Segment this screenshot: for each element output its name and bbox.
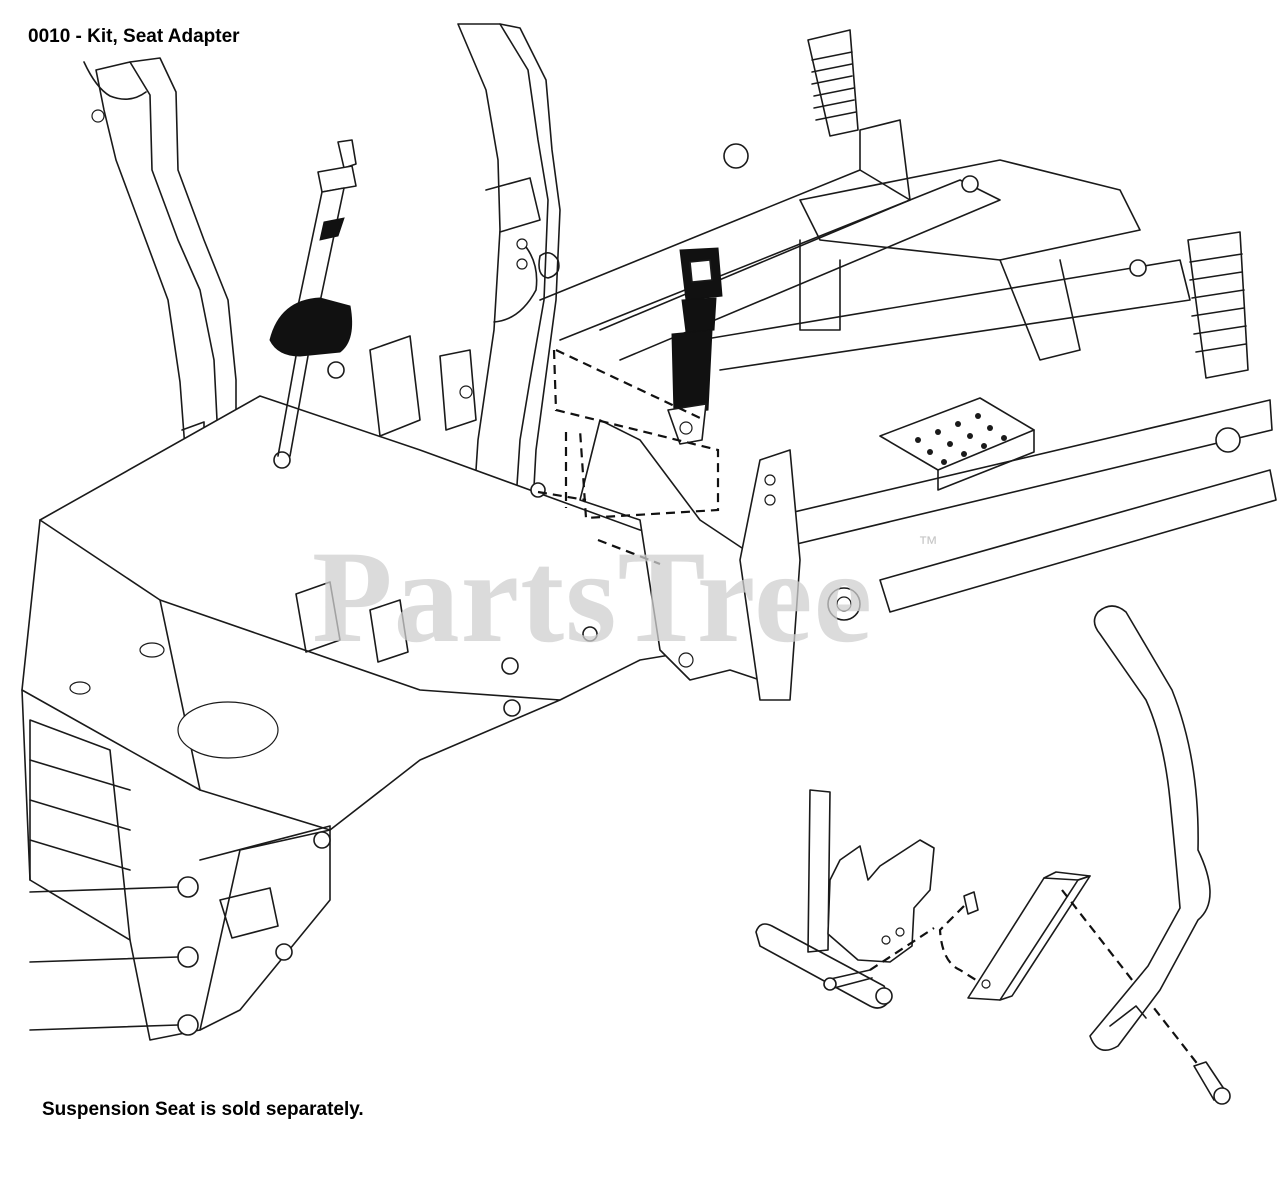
footnote: Suspension Seat is sold separately.: [42, 1099, 364, 1120]
seat-belt-retractor: [269, 139, 357, 457]
inset-adapter-detail: [755, 605, 1231, 1105]
seat-belt-buckle: [667, 247, 723, 445]
perforated-plate: [879, 397, 1035, 491]
dashed-bracket-outline: [537, 349, 720, 566]
side-shock-absorber: [1187, 231, 1249, 379]
center-brackets: [369, 335, 801, 701]
left-rops-tube: [83, 57, 237, 471]
trademark-symbol: ™: [918, 533, 938, 555]
rear-shock-absorber: [807, 29, 859, 137]
hardware-bolts: [273, 143, 1241, 961]
front-rollers: [29, 876, 199, 1036]
partstree-watermark: PartsTree: [312, 523, 874, 670]
main-frame-left: [21, 395, 781, 1041]
diagram-title: 0010 - Kit, Seat Adapter: [28, 26, 240, 47]
tie-rod: [827, 469, 1277, 621]
